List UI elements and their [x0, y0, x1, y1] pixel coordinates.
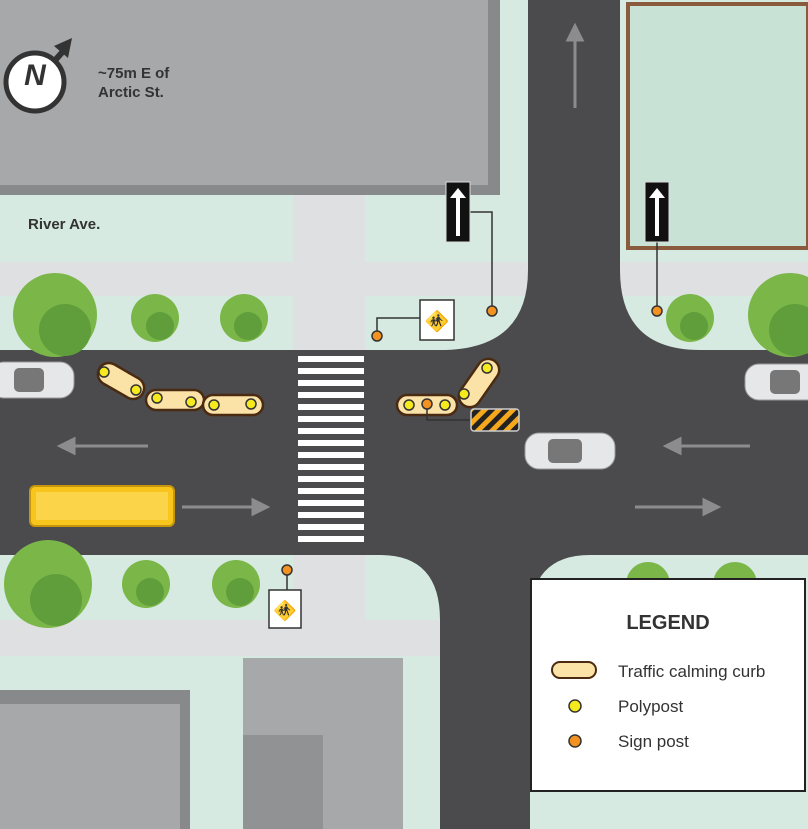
building-north	[0, 0, 488, 185]
car-east	[744, 363, 808, 401]
tree-icon	[4, 540, 92, 628]
tree-icon	[220, 294, 268, 342]
location-label: ~75m E of Arctic St.	[98, 65, 170, 101]
north-sidewalk	[0, 262, 808, 296]
building-south-shade	[243, 735, 323, 829]
lane-arrows	[56, 22, 750, 517]
crosswalk	[298, 356, 364, 542]
school-bus	[29, 485, 175, 527]
school-crossing-sign: 🚸	[268, 589, 302, 629]
svg-text:🚸: 🚸	[425, 309, 450, 333]
car-middle	[524, 432, 616, 470]
car-west	[0, 361, 75, 399]
legend-swatches	[551, 661, 597, 748]
curb-swatch	[551, 661, 597, 679]
barricade	[470, 408, 520, 432]
legend: LEGEND Traffic calming curb Polypost Sig…	[530, 578, 806, 792]
sign-posts	[281, 211, 663, 592]
legend-item: Traffic calming curb	[618, 662, 766, 681]
tree-icon	[748, 273, 808, 357]
polypost-swatch	[568, 699, 582, 713]
crosswalk-sidewalk-north	[293, 195, 365, 355]
legend-item: Sign post	[618, 732, 689, 751]
street-label: River Ave.	[28, 216, 101, 233]
tree-icon	[13, 273, 97, 357]
one-way-sign	[644, 181, 670, 243]
signpost-swatch	[568, 734, 582, 748]
tree-icon	[212, 560, 260, 608]
south-sidewalk	[0, 620, 440, 656]
school-crossing-sign: 🚸	[419, 299, 455, 341]
one-way-sign	[445, 181, 471, 243]
compass-letter: N	[24, 59, 46, 92]
svg-text:🚸: 🚸	[273, 599, 297, 622]
tree-icon	[131, 294, 179, 342]
tree-icon	[666, 294, 714, 342]
legend-item: Polypost	[618, 697, 684, 716]
compass-icon	[3, 38, 72, 114]
polyposts	[98, 362, 493, 411]
crosswalk-sidewalk-south	[293, 550, 365, 626]
building-southwest	[0, 704, 180, 829]
legend-title: LEGEND	[626, 612, 710, 634]
tree-icon	[122, 560, 170, 608]
